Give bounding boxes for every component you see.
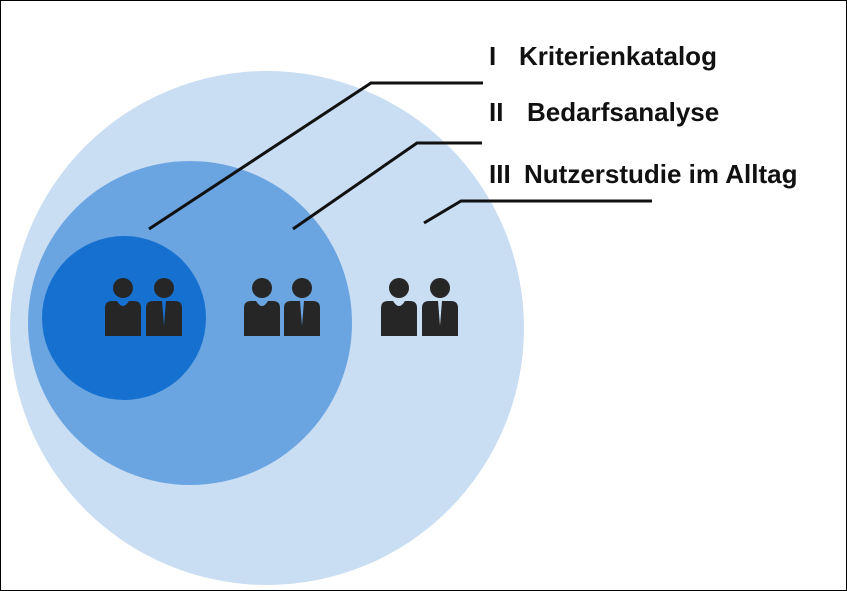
level-numeral: II	[489, 97, 504, 127]
level-numeral: III	[489, 159, 511, 189]
level-title: Kriterienkatalog	[519, 41, 717, 71]
level-label-1: I Kriterienkatalog	[489, 41, 717, 71]
level-label-2: II Bedarfsanalyse	[489, 97, 719, 127]
level-title: Bedarfsanalyse	[527, 97, 720, 127]
level-label-3: III Nutzerstudie im Alltag	[489, 159, 798, 189]
leader-line-3	[423, 199, 652, 225]
level-title: Nutzerstudie im Alltag	[524, 159, 798, 189]
leader-line-2	[292, 141, 482, 231]
leader-line-1	[148, 81, 483, 231]
level-numeral: I	[489, 41, 497, 71]
